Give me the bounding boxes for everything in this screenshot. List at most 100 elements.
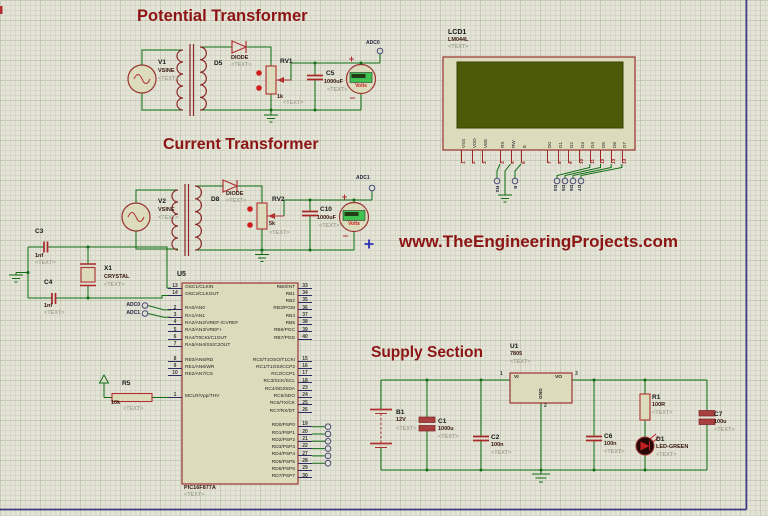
pic-pin-row[interactable]: 7 RA5/AN4/SS/C2OUT [168, 341, 298, 349]
lcd-pin[interactable]: D5 12 [595, 129, 606, 169]
rv1-pot[interactable] [256, 65, 291, 95]
c10-capacitor[interactable] [302, 210, 318, 217]
adc1-pic-label: ADC1 [126, 309, 140, 316]
lcd-pin[interactable]: D0 7 [542, 129, 553, 169]
lcd-pin[interactable]: D4 11 [584, 129, 596, 169]
voltmeter-2[interactable] [338, 194, 370, 237]
pic-terminal-circles[interactable] [324, 423, 332, 467]
d5-diode[interactable] [231, 40, 248, 54]
lcd-pin[interactable]: VSS 1 [456, 129, 467, 169]
pic-pin-row[interactable]: 37 RB4 [286, 312, 312, 320]
lcd-pin-name: VEE [482, 138, 488, 148]
pic-pin-row[interactable] [168, 299, 298, 306]
v2-source[interactable] [121, 202, 151, 232]
pic-pin-row[interactable] [168, 350, 298, 357]
v1-source[interactable] [127, 64, 157, 94]
pic-pin-row[interactable]: 17 RC2/CCP1 [271, 370, 312, 379]
pic-pin-row[interactable]: 3 RA1/AN1 [168, 312, 298, 320]
r1-resistor[interactable] [639, 393, 651, 421]
pic-pin-row[interactable]: 1 MCLR/Vpp/THV [168, 392, 298, 400]
pic-pin-row[interactable]: 10 RE2/AN7/CS [168, 370, 298, 379]
pin-label: RC5/SDO [273, 394, 295, 400]
adc1-pic-terminal[interactable] [141, 310, 149, 317]
lcd-pin[interactable]: D1 8 [552, 129, 563, 169]
lcd-pin[interactable]: D2 9 [563, 129, 574, 169]
d8-diode[interactable] [222, 179, 239, 193]
tr1-transformer[interactable] [176, 44, 207, 116]
pic-pin-row[interactable]: 40 RB7/PGD [274, 334, 312, 342]
pic-pin-row[interactable]: 24 RC5/SDO [274, 392, 312, 400]
pic-pin-row[interactable] [298, 342, 312, 349]
pic-pin-row[interactable]: 5 RA3/AN3/VREF+ [168, 327, 298, 335]
x1-crystal[interactable] [80, 263, 96, 287]
pic-pin-row[interactable]: 16 RC1/T1OSI/CCP2 [256, 363, 312, 371]
c5-capacitor[interactable] [307, 74, 323, 81]
lcd-pin[interactable]: VDD 2 [466, 129, 477, 169]
pin-number: 16 [302, 363, 308, 370]
lcd-pin[interactable]: D3 10 [574, 129, 585, 169]
rv2-pot[interactable] [247, 202, 284, 230]
c4-capacitor[interactable] [51, 293, 57, 304]
pin-stub [168, 360, 182, 362]
lcd-pin[interactable]: D7 14 [616, 129, 628, 169]
pic-pin-row[interactable]: 26 RC7/RX/DT [270, 407, 312, 415]
pic-pin-row[interactable]: 35 RB2 [286, 297, 312, 306]
adc0-pic-terminal[interactable] [141, 302, 149, 309]
b1-battery[interactable] [370, 408, 392, 449]
pic-pin-row[interactable]: 22 RD3/PSP3 [272, 443, 312, 452]
pic-pin-row[interactable]: 36 RB3/PGM [273, 305, 312, 313]
lcd-pin[interactable]: RS 4 [495, 129, 506, 169]
rv2-increase-dot[interactable] [247, 206, 253, 212]
pic-pin-row[interactable]: 8 RE0/AN5/RD [168, 356, 298, 364]
pic-pin-row[interactable]: 21 RD2/PSP2 [272, 436, 312, 444]
c3-capacitor[interactable] [43, 241, 49, 253]
r5-resistor[interactable] [111, 392, 153, 403]
pic-pin-row[interactable]: 38 RB5 [286, 319, 312, 327]
rv2-decrease-dot[interactable] [247, 222, 253, 228]
rv1-increase-dot[interactable] [256, 70, 262, 76]
c1-capacitor[interactable] [418, 416, 436, 432]
pic-pin-row[interactable]: 20 RD1/PSP1 [272, 429, 312, 437]
d1-led[interactable] [635, 433, 660, 456]
lcd-terminal-circles[interactable] [493, 177, 585, 185]
pic-pin-row[interactable]: 33 RB0/INT [277, 283, 312, 291]
pic-pin-row[interactable]: 4 RA2/AN2/VREF-/CVREF [168, 319, 298, 327]
u1-regulator-body[interactable] [509, 372, 573, 404]
adc1-terminal-circle[interactable] [368, 184, 376, 192]
pin-stub [298, 404, 312, 406]
pin-stub [298, 302, 312, 304]
pic-pin-row[interactable]: 6 RA4/T0CKI/C1OUT [168, 334, 298, 342]
pic-pin-row[interactable]: 34 RB1 [286, 290, 312, 298]
rv1-decrease-dot[interactable] [256, 85, 262, 91]
pic-pin-row[interactable]: 15 RC0/T1OSO/T1CKI [253, 356, 312, 364]
c6-capacitor[interactable] [586, 435, 602, 442]
pic-pin-row[interactable]: 13 OSC1/CLKIN [168, 283, 298, 291]
pic-pin-row[interactable]: 28 RD5/PSP5 [272, 458, 312, 466]
tr2-transformer[interactable] [171, 184, 202, 256]
pin-label: OSC1/CLKIN [185, 284, 214, 290]
adc0-terminal-circle[interactable] [376, 47, 384, 55]
d1-ref: D1 [656, 436, 665, 443]
pic-pin-row[interactable]: 29 RD6/PSP6 [272, 465, 312, 473]
pic-pin-row[interactable]: 27 RD4/PSP4 [272, 451, 312, 459]
pic-pin-row[interactable]: 25 RC6/TX/CK [270, 400, 312, 408]
c2-capacitor[interactable] [473, 435, 489, 442]
lcd-pin[interactable]: RW 5 [505, 129, 516, 169]
lcd-pin[interactable]: D6 13 [606, 129, 617, 169]
pic-pin-row[interactable]: 23 RC4/SDI/SDA [265, 385, 312, 393]
pic-pin-row[interactable]: 39 RB6/PGC [274, 327, 312, 335]
u1-text: <TEXT> [510, 359, 531, 365]
pic-pin-row[interactable]: 19 RD0/PSP0 [272, 421, 312, 430]
pic-pin-row[interactable]: 18 RC3/SCK/SCL [264, 378, 312, 386]
pic-pin-row[interactable]: 9 RE1/AN6/WR [168, 363, 298, 371]
lcd-pin[interactable]: VEE 3 [477, 129, 488, 169]
pin-label: RA2/AN2/VREF-/CVREF [185, 321, 239, 327]
pin-label: RC0/T1OSO/T1CKI [252, 357, 295, 363]
pic-pin-row[interactable]: 14 OSC2/CLKOUT [168, 290, 298, 298]
c7-capacitor[interactable] [698, 410, 716, 425]
pic-pin-row[interactable]: 2 RA0/AN0 [168, 305, 298, 313]
lcd-pin[interactable]: E 6 [516, 129, 527, 169]
u5-pic-body[interactable] [181, 282, 299, 485]
pic-pin-row[interactable]: 30 RD7/PSP7 [272, 473, 312, 481]
